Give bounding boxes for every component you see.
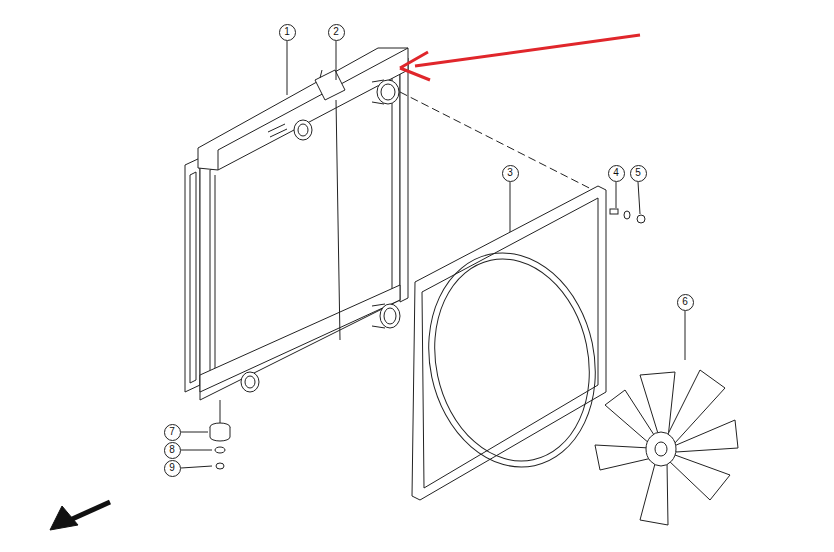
callout-circle: 9 <box>164 460 181 477</box>
callout-circle: 7 <box>164 424 181 441</box>
callout-number: 5 <box>635 168 641 178</box>
callout-number: 6 <box>682 297 688 307</box>
callout-number: 2 <box>333 27 339 37</box>
callout-number: 4 <box>613 168 619 178</box>
callout-number: 7 <box>169 427 175 437</box>
callout-circle: 1 <box>279 24 296 41</box>
callout-number: 3 <box>507 168 513 178</box>
callout-circle: 5 <box>630 165 647 182</box>
callout-circle: 4 <box>608 165 625 182</box>
callout-number: 8 <box>169 445 175 455</box>
callout-circle: 8 <box>164 442 181 459</box>
callout-number: 1 <box>284 27 290 37</box>
callout-circle: 2 <box>328 24 345 41</box>
callout-circle: 3 <box>502 165 519 182</box>
callout-circle: 6 <box>677 294 694 311</box>
callout-number: 9 <box>169 463 175 473</box>
